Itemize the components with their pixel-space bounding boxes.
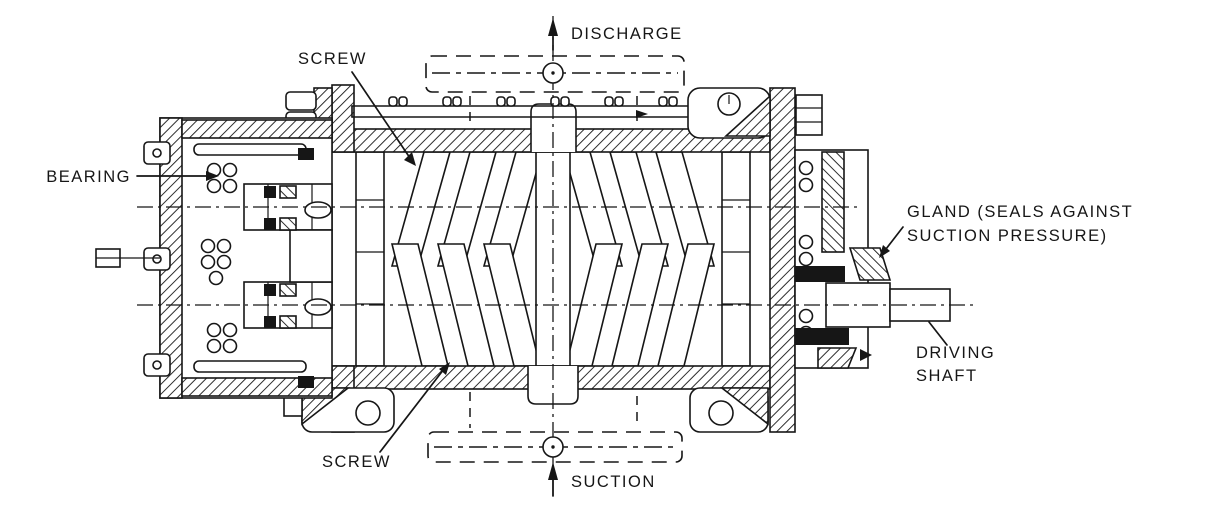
discharge-flange-outline <box>425 55 685 93</box>
flange-bolt-heads <box>388 96 678 107</box>
rotor-collar-left <box>355 151 385 367</box>
main-casing <box>283 84 823 433</box>
leader-arrow-icon <box>879 245 890 258</box>
discharge-port <box>425 18 685 128</box>
right-foot <box>689 387 769 433</box>
suction-port <box>427 392 683 497</box>
suction-arrow-icon <box>548 462 558 480</box>
flow-arrow-icon <box>636 110 648 118</box>
rotor-collar-right <box>721 151 751 367</box>
right-drive-end <box>794 149 951 369</box>
screw-top-label: SCREW <box>298 50 367 68</box>
leader-arrow-icon <box>206 171 219 181</box>
leader-arrow-icon <box>439 362 450 375</box>
cover-stud-bolts <box>143 141 171 377</box>
bolt-hole <box>355 400 381 426</box>
driving-shaft-label-line1: DRIVING <box>916 344 995 362</box>
screw-bottom-label: SCREW <box>322 453 391 471</box>
leader-arrow-icon <box>404 152 416 166</box>
top-right-lug <box>687 87 771 139</box>
bearing-label: BEARING <box>46 168 131 186</box>
screw-rotors <box>355 151 751 367</box>
suction-flange-outline <box>427 431 683 463</box>
discharge-label: DISCHARGE <box>571 25 683 43</box>
end-nut <box>795 94 823 136</box>
gland-label-line1: GLAND (SEALS AGAINST <box>907 203 1133 221</box>
suction-label: SUCTION <box>571 473 656 491</box>
casing-right-wall <box>769 87 796 433</box>
leader-lines <box>136 71 948 453</box>
labels: BEARING SCREW DISCHARGE GLAND (SEALS AGA… <box>46 25 1133 491</box>
centerlines <box>137 16 974 500</box>
gland-label-line2: SUCTION PRESSURE) <box>907 227 1108 245</box>
driving-shaft-label-line2: SHAFT <box>916 367 978 385</box>
bolt-hole <box>708 400 734 426</box>
discharge-arrow-icon <box>548 18 558 36</box>
left-bearing-housing <box>95 117 333 399</box>
